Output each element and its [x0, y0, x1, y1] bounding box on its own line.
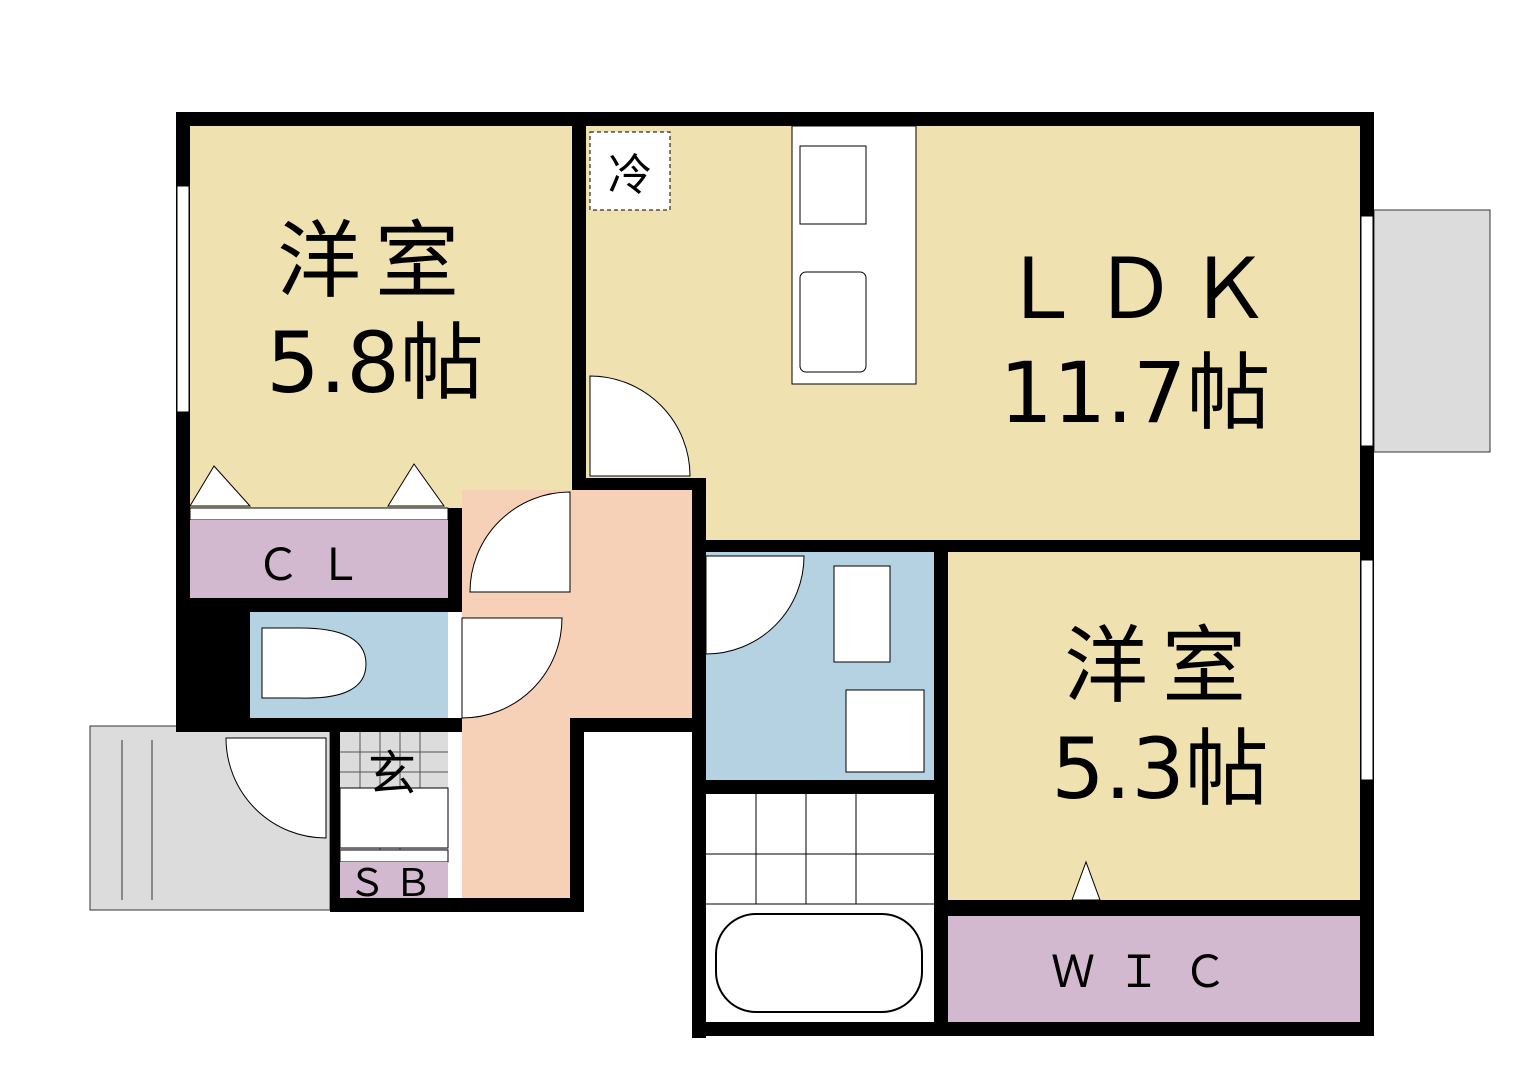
washbasin: [833, 565, 891, 663]
room-western-right: [948, 552, 1360, 900]
closet-shelf: [189, 507, 449, 521]
ldk-name: ＬＤＫ: [999, 240, 1281, 338]
western-right-name: 洋室: [1064, 617, 1260, 715]
porch-steps: [121, 740, 153, 900]
entrance-label: 玄: [368, 746, 416, 802]
washing-machine-pan: [845, 689, 925, 773]
wic-door: [1071, 860, 1101, 901]
closet-door-left: [189, 465, 252, 507]
bathtub: [715, 913, 923, 1013]
closet-door-right: [387, 463, 445, 507]
stove-icon: [799, 145, 867, 225]
ldk-size: 11.7帖: [999, 344, 1270, 442]
sink-icon: [799, 271, 867, 373]
door-western-left: [469, 491, 571, 593]
western-right-size: 5.3帖: [1051, 720, 1269, 818]
door-washroom: [705, 555, 805, 655]
closet-label: ＣＬ: [256, 540, 380, 591]
room-ldk-lower: [706, 478, 1360, 540]
windows: [176, 185, 1374, 781]
door-entrance: [225, 737, 327, 839]
refrigerator-space: [589, 131, 671, 211]
bath-tiles: [706, 794, 934, 905]
toilet-icon: [261, 627, 367, 699]
western-left-name: 洋室: [277, 212, 473, 310]
walk-in-closet: [948, 916, 1360, 1022]
wic-label: ＷＩＣ: [1051, 947, 1249, 998]
balcony: [1373, 209, 1491, 453]
sb-label: ＳＢ: [348, 861, 440, 905]
room-ldk: [586, 126, 1360, 478]
refrigerator-label: 冷: [608, 150, 652, 201]
shoe-box-sb: [340, 862, 448, 898]
door-toilet: [461, 617, 563, 719]
door-ldk: [589, 375, 691, 477]
closet-cl: [190, 520, 448, 598]
room-western-left: [190, 126, 572, 508]
western-left-size: 5.8帖: [266, 314, 484, 412]
shoe-area: [339, 787, 449, 849]
